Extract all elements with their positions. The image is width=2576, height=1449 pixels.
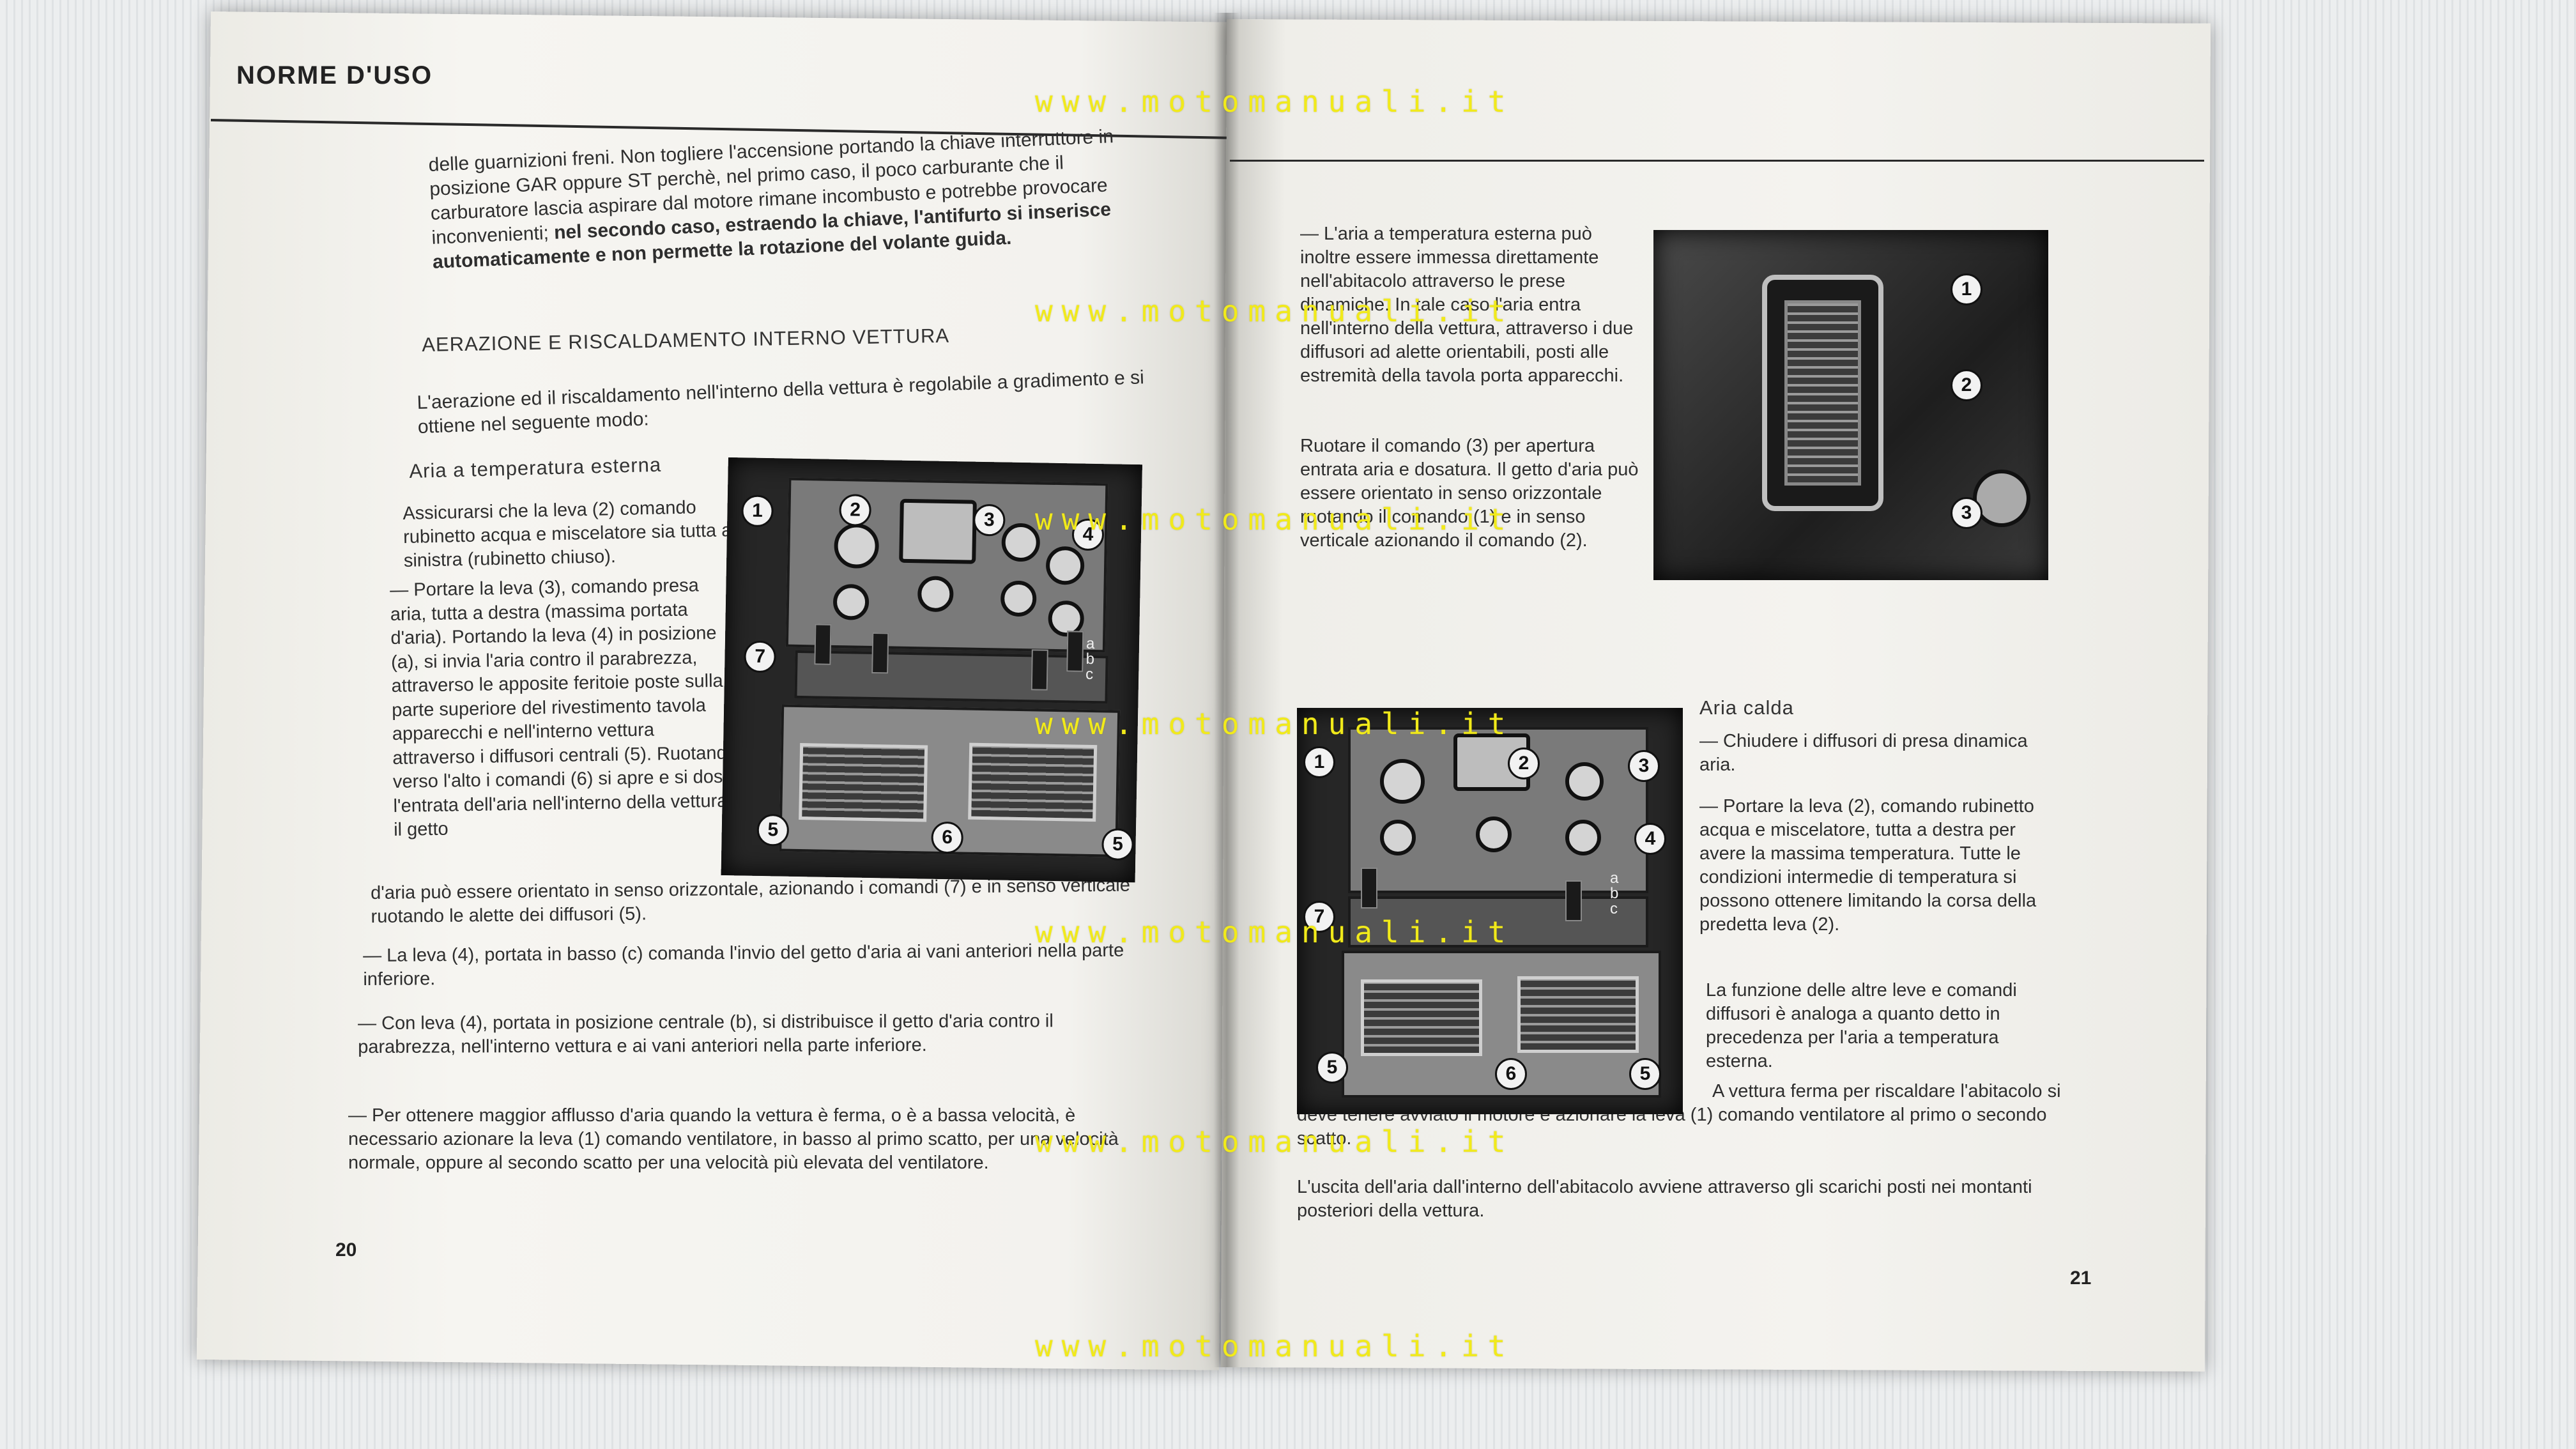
lever-icon (814, 624, 832, 665)
watermark: www.motomanuali.it (1035, 84, 1515, 119)
watermark: www.motomanuali.it (1035, 707, 1515, 741)
right-top-paragraph-1: — L'aria a temperatura esterna può inolt… (1300, 224, 1634, 386)
side-vent-photo: 1 2 3 (1653, 230, 2048, 580)
lever-icon (871, 632, 889, 674)
callout-1: 1 (741, 494, 774, 528)
photo-callout-3: 3 (1951, 497, 1982, 529)
gauge-icon (1565, 820, 1601, 855)
callout-6: 6 (1495, 1058, 1527, 1090)
right-top-paragraph-2: Ruotare il comando (3) per apertura entr… (1300, 436, 1639, 551)
dashboard-controls-figure-right: a b c 1 2 3 4 7 5 6 5 (1297, 708, 1683, 1114)
gauge-icon (1380, 820, 1416, 855)
vent-icon (968, 742, 1098, 822)
vent-icon (1784, 300, 1861, 486)
clock-icon (899, 498, 977, 564)
left-full-paragraph-4: — Per ottenere maggior afflusso d'aria q… (348, 1105, 1119, 1173)
lever-panel (794, 650, 1108, 704)
left-full-paragraph-3: — Con leva (4), portata in posizione cen… (358, 1011, 1054, 1057)
callout-7: 7 (744, 640, 776, 673)
callout-3: 3 (1628, 750, 1660, 782)
watermark: www.motomanuali.it (1035, 915, 1515, 949)
callout-4: 4 (1634, 823, 1666, 855)
watermark: www.motomanuali.it (1035, 294, 1515, 328)
callout-2: 2 (1508, 747, 1540, 779)
callout-5-right: 5 (1629, 1058, 1661, 1090)
lever-icon (1066, 631, 1084, 672)
hot-air-paragraph-3: La funzione delle altre leve e comandi d… (1706, 980, 2017, 1071)
panel-marks: a b c (1085, 634, 1095, 684)
hot-air-paragraph-5: L'uscita dell'aria dall'interno dell'abi… (1297, 1177, 2032, 1221)
left-full-paragraph-1: d'aria può essere orientato in senso ori… (371, 875, 1131, 927)
right-page-number: 21 (2070, 1268, 2092, 1289)
gauge-icon (1565, 762, 1604, 801)
lever-icon (1361, 868, 1377, 908)
lever-icon (1565, 880, 1582, 921)
watermark: www.motomanuali.it (1035, 502, 1515, 537)
watermark: www.motomanuali.it (1035, 1124, 1515, 1159)
hot-air-paragraph-2: — Portare la leva (2), comando rubinetto… (1699, 796, 2037, 935)
book-spine (1214, 13, 1239, 1367)
callout-1: 1 (1303, 746, 1335, 778)
gauge-icon (1380, 759, 1425, 804)
lever-panel (1348, 896, 1648, 947)
header-rule-right (1230, 160, 2204, 162)
lever-icon (1031, 649, 1048, 691)
callout-7: 7 (1303, 901, 1335, 933)
left-full-paragraph-2: — La leva (4), portata in basso (c) coma… (363, 940, 1124, 990)
knob-icon (1973, 470, 2030, 527)
gauge-icon (1476, 816, 1512, 852)
subheading-hot-air: Aria calda (1699, 696, 1794, 719)
vent-icon (799, 743, 928, 822)
left-page-number: 20 (335, 1239, 357, 1261)
left-col-paragraph-1: Assicurarsi che la leva (2) comando rubi… (402, 497, 732, 571)
photo-callout-1: 1 (1951, 273, 1982, 305)
photo-callout-2: 2 (1951, 369, 1982, 401)
page-header-title: NORME D'USO (236, 61, 433, 89)
upper-instrument-panel (1348, 727, 1648, 893)
vent-icon (1361, 979, 1482, 1056)
callout-5-left: 5 (1316, 1052, 1348, 1084)
left-col-paragraph-2: — Portare la leva (3), comando presa ari… (390, 575, 738, 840)
callout-5-right: 5 (1101, 828, 1134, 861)
hot-air-paragraph-1: — Chiudere i diffusori di presa dinamica… (1699, 731, 2028, 775)
panel-marks: a b c (1610, 870, 1619, 917)
watermark: www.motomanuali.it (1035, 1329, 1515, 1363)
vent-icon (1517, 976, 1639, 1053)
